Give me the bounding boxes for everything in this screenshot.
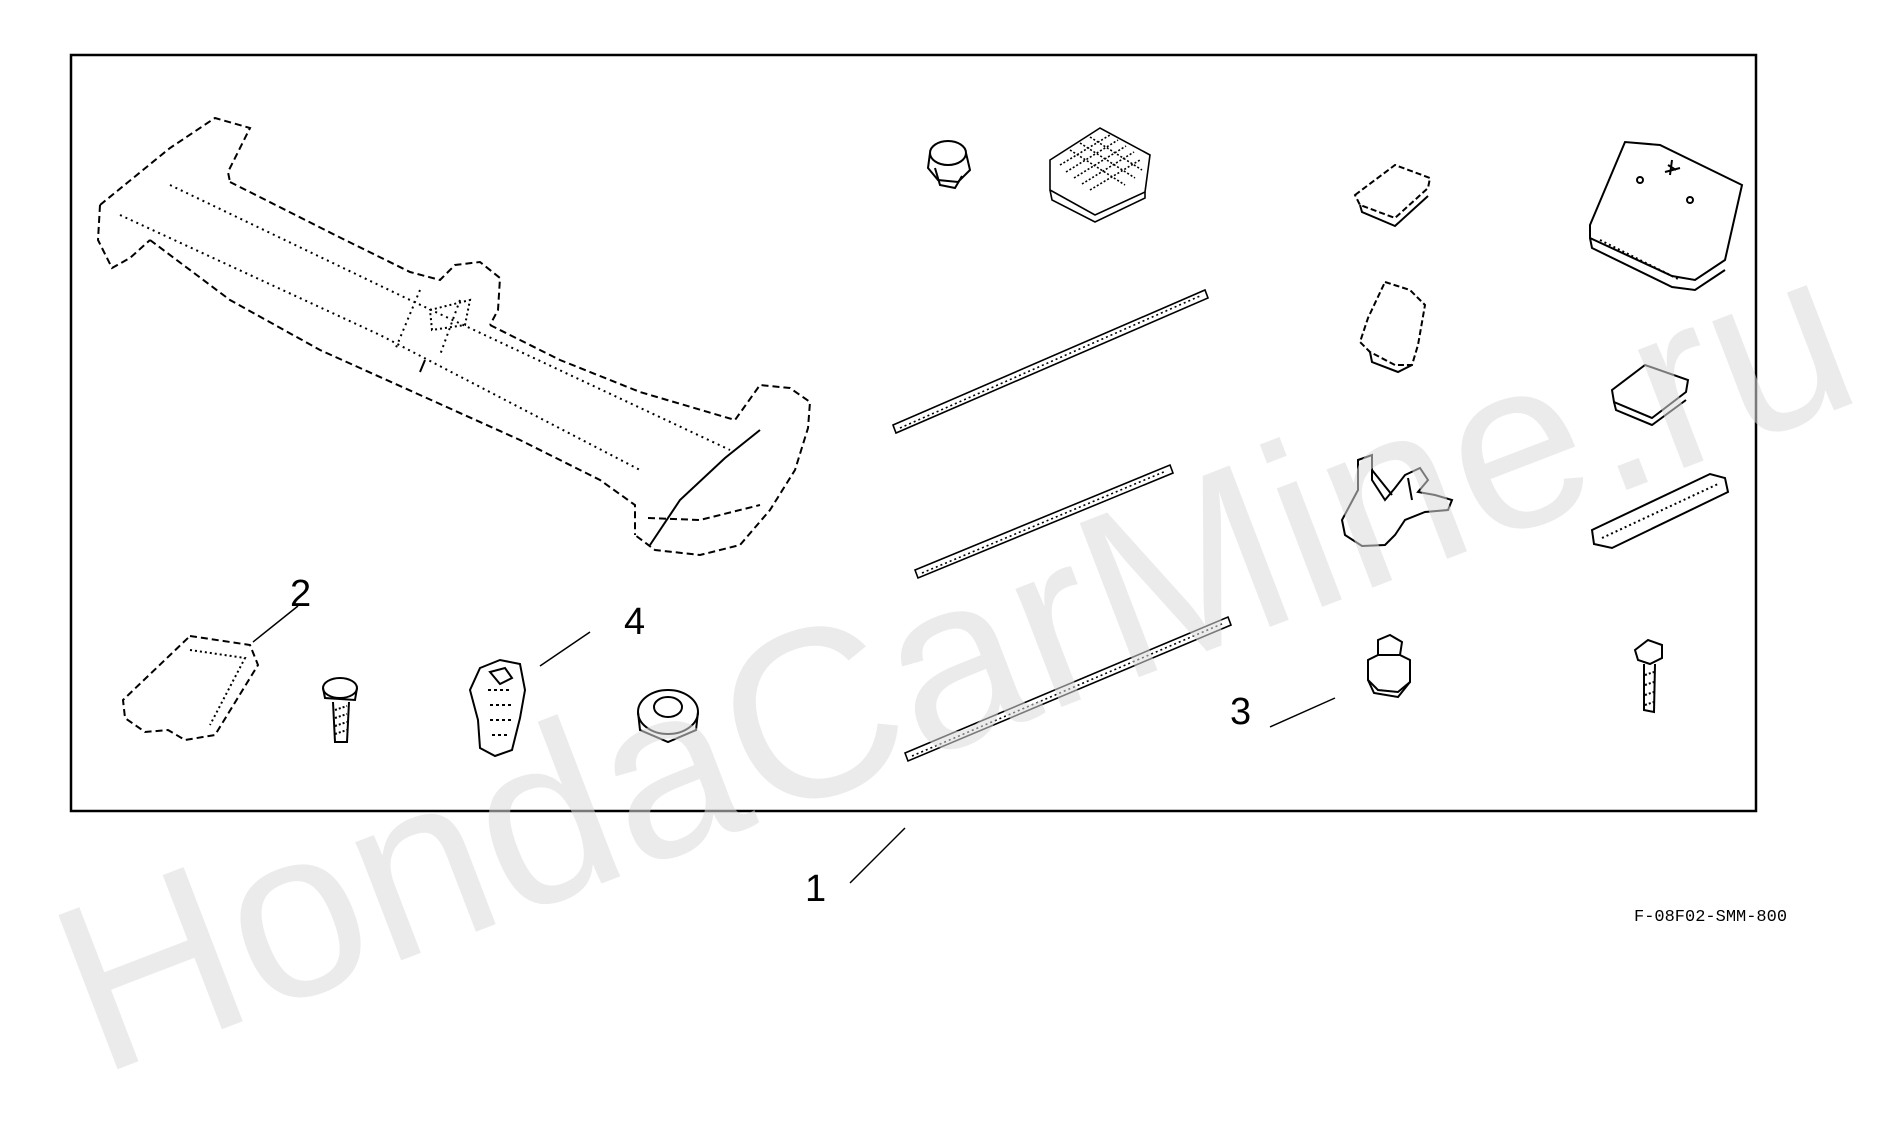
rear-spoiler [96,116,812,557]
bolt-left [322,677,358,743]
leader-lines [252,605,1336,884]
pad-small-top [1353,163,1432,228]
clip-nut [468,658,527,758]
strip-2 [913,463,1175,580]
fastener-button [1367,633,1411,699]
kit-frame [69,53,1758,813]
drawing-code: F-08F02-SMM-800 [1634,908,1788,927]
foam-block [1049,127,1151,223]
diagram-drawing [69,53,1758,884]
callout-3: 3 [1230,691,1252,733]
bracket-block [1358,280,1427,374]
pad-small-right [1610,363,1690,427]
adhesive-pad [121,634,260,742]
parts-diagram: HondaCarMine.ru [21,53,1886,1124]
bolt-right [1633,638,1663,714]
callout-2: 2 [290,573,312,615]
rubber-strip [1590,472,1730,550]
strip-3 [903,615,1233,763]
callout-4: 4 [624,601,646,643]
callout-1: 1 [805,868,827,910]
mounting-plate [1589,140,1744,292]
washer [637,689,699,744]
grommet [926,140,972,190]
bracket-hook [1340,453,1454,548]
strip-1 [891,288,1210,435]
